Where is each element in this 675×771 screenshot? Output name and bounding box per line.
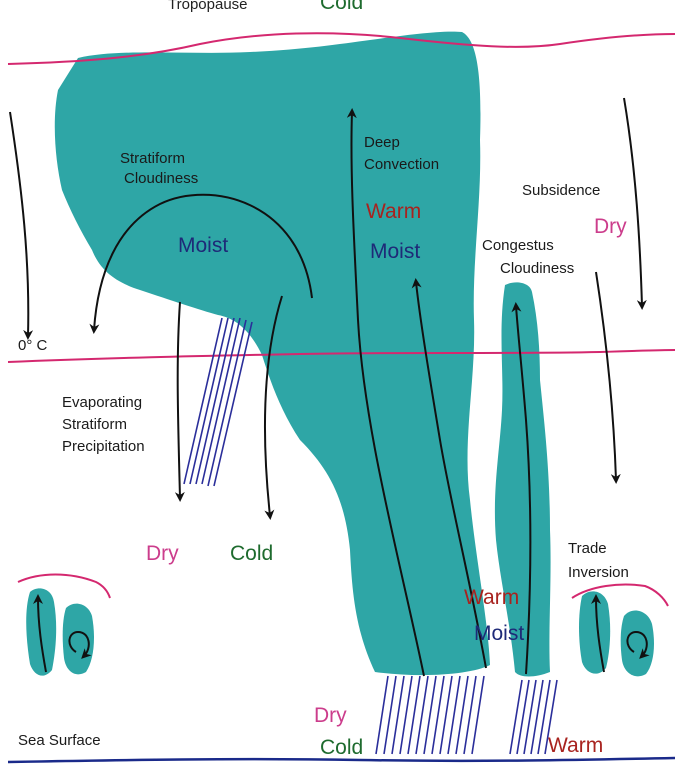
- moist-lower-label: Moist: [474, 622, 524, 646]
- shallow-cloud-left-2: [63, 604, 94, 675]
- dry-subsidence-label: Dry: [594, 215, 627, 239]
- congestus-cloudiness-label-1: Congestus: [482, 237, 554, 254]
- stratiform-cloudiness-label-1: Stratiform: [120, 150, 185, 167]
- evaporating-label-1: Evaporating: [62, 394, 142, 411]
- cold-bottom-label: Cold: [320, 736, 363, 760]
- subsidence-arrow-left: [10, 112, 28, 336]
- moist-stratiform-label: Moist: [178, 234, 228, 258]
- warm-upper-label: Warm: [366, 200, 421, 224]
- stratiform-downdraft-arrow-1: [178, 302, 180, 498]
- shallow-cloud-right-1: [579, 591, 610, 673]
- shallow-cloud-right-2: [621, 610, 654, 676]
- convective-precipitation: [376, 676, 484, 754]
- cold-top-label: Cold: [320, 0, 363, 15]
- freezing-level-label: 0° C: [18, 337, 47, 354]
- stratiform-cloudiness-label-2: Cloudiness: [124, 170, 198, 187]
- sea-surface-label: Sea Surface: [18, 732, 101, 749]
- subsidence-label: Subsidence: [522, 182, 600, 199]
- evaporating-label-3: Precipitation: [62, 438, 145, 455]
- deep-convection-label-1: Deep: [364, 134, 400, 151]
- trade-subsidence-arrow: [596, 272, 616, 480]
- trade-inversion-label-2: Inversion: [568, 564, 629, 581]
- stratiform-precipitation: [184, 318, 252, 486]
- dry-mid-label: Dry: [146, 542, 179, 566]
- congestus-cloudiness-label-2: Cloudiness: [500, 260, 574, 277]
- dry-bottom-label: Dry: [314, 704, 347, 728]
- tropopause-label: Tropopause: [168, 0, 248, 13]
- shallow-cloud-left-1: [26, 588, 56, 675]
- moist-upper-label: Moist: [370, 240, 420, 264]
- trade-inversion-label-1: Trade: [568, 540, 607, 557]
- congestus-cloud: [495, 282, 551, 676]
- deep-convection-label-2: Convection: [364, 156, 439, 173]
- warm-lower-label: Warm: [464, 586, 519, 610]
- cold-mid-label: Cold: [230, 542, 273, 566]
- evaporating-label-2: Stratiform: [62, 416, 127, 433]
- subsidence-arrow-right: [624, 98, 642, 306]
- warm-bottom-label: Warm: [548, 734, 603, 758]
